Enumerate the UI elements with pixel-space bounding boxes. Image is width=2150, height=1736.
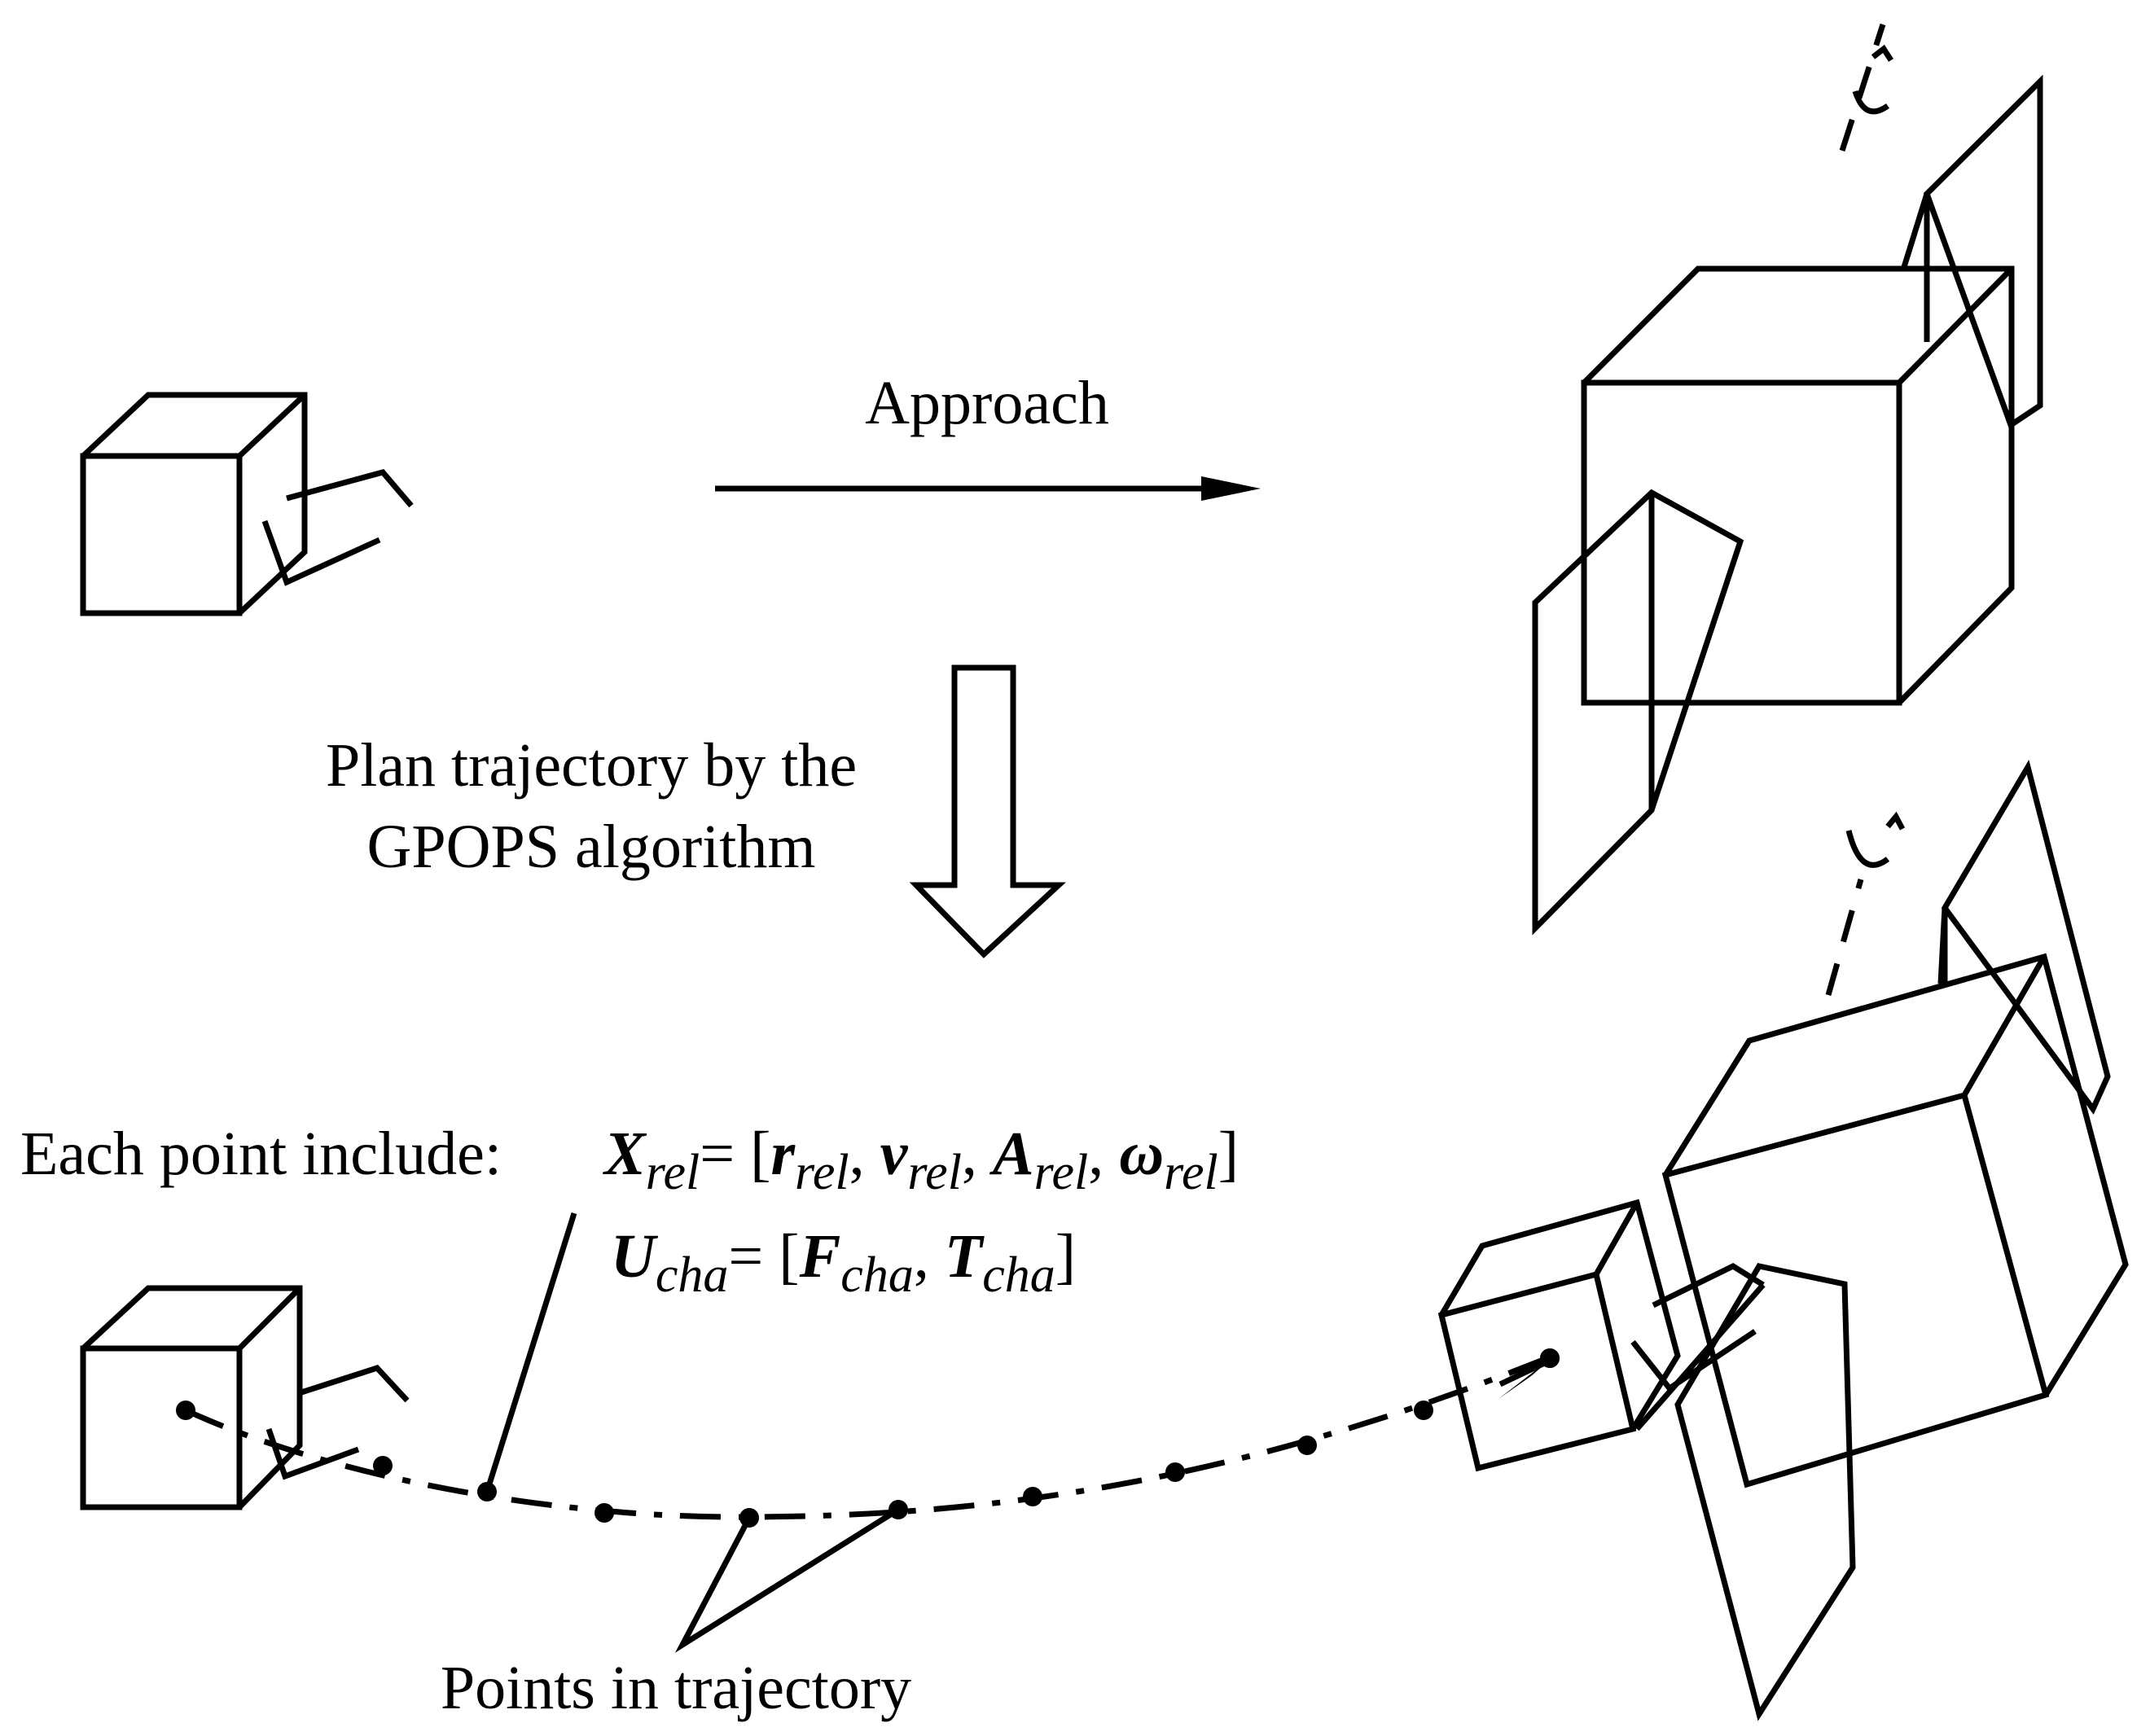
target-spacecraft-top: [1532, 23, 2043, 936]
chaser-spacecraft-bottom: [80, 1285, 410, 1510]
trajectory-point: [595, 1503, 614, 1523]
trajectory-point: [1023, 1487, 1042, 1506]
x-rel-equation: Xrel= [rrel, vrel, Arel, ωrel]: [603, 1120, 1239, 1200]
trajectory-point: [176, 1401, 195, 1420]
trajectory-point: [1414, 1401, 1433, 1420]
chaser-spacecraft-top: [80, 392, 414, 616]
plan-label-line1: Plan trajectory by the: [326, 731, 857, 800]
trajectory-point: [477, 1482, 497, 1501]
plan-label-line2: GPOPS algorithm: [366, 813, 815, 881]
approach-label: Approach: [865, 369, 1109, 437]
capture-direction-arrow: [1498, 1348, 1560, 1399]
chaser-gripper-capture: [1630, 1263, 1766, 1431]
plan-down-arrow-icon: [909, 664, 1066, 958]
target-spacecraft-bottom: [1661, 759, 2129, 1721]
trajectory-points: [176, 1348, 1560, 1528]
trajectory-curve: [184, 1355, 1549, 1520]
u-cha-equation: Ucha= [Fcha, Tcha]: [611, 1222, 1076, 1303]
trajectory-point: [1297, 1436, 1317, 1455]
approach-arrow: [715, 476, 1261, 501]
trajectory-point: [1165, 1462, 1185, 1482]
each-point-label: Each point include:: [20, 1120, 502, 1188]
rotation-arrow-icon: [1845, 830, 1890, 868]
rotation-arrow-icon: [1852, 90, 1890, 115]
points-pointer-lines: [674, 1507, 900, 1653]
chaser-spacecraft-capture: [1437, 1199, 1766, 1472]
chaser-gripper-top: [261, 469, 414, 586]
points-in-trajectory-label: Points in trajectory: [441, 1654, 911, 1722]
equation-leader-line: [484, 1212, 577, 1493]
trajectory-point: [373, 1456, 393, 1475]
